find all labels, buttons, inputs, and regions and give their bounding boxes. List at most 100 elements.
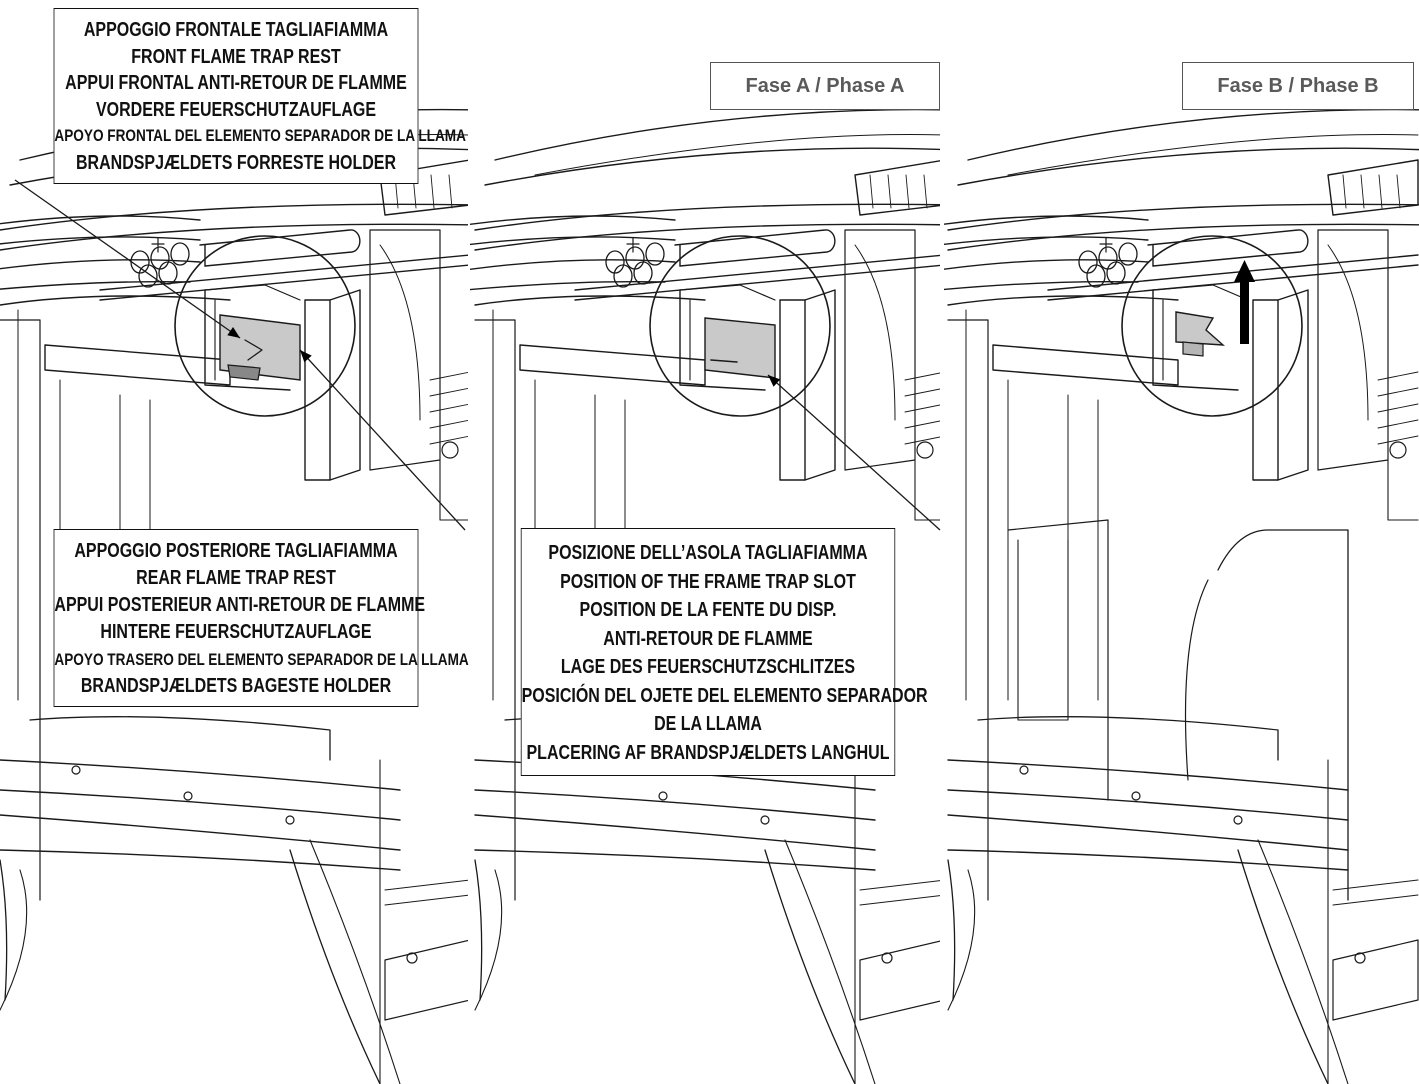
drawing-line <box>474 849 876 871</box>
drawing-line <box>904 436 940 445</box>
drawing-line <box>439 459 468 521</box>
drawing-line <box>429 403 468 413</box>
leader-line <box>767 374 941 531</box>
drawing-line <box>944 215 1149 225</box>
callout-line: POSITION OF THE FRAME TRAP SLOT <box>560 570 856 593</box>
front-flame-trap-rest-callout: APPOGGIO FRONTALE TAGLIAFIAMMA FRONT FLA… <box>53 8 466 184</box>
drawing-line <box>1377 435 1419 445</box>
drawing-line <box>0 814 401 851</box>
drawing-line <box>1277 289 1309 481</box>
screw <box>406 952 418 964</box>
drawing-line <box>429 387 468 397</box>
bolt-hole <box>150 246 170 270</box>
rear-tab <box>227 364 261 381</box>
drawing-line <box>679 284 741 291</box>
screw <box>285 815 295 825</box>
drawing-line <box>869 174 874 209</box>
detail-magnifier <box>649 235 831 417</box>
flame-trap-plate <box>704 317 776 379</box>
callout-line: PLACERING AF BRANDSPJÆLDETS LANGHUL <box>526 741 890 764</box>
drawing-line <box>904 388 940 397</box>
drawing-line <box>574 264 940 301</box>
drawing-line <box>29 716 331 761</box>
drawing-line <box>1377 419 1419 429</box>
rear-flame-trap-rest-callout: APPOGGIO POSTERIORE TAGLIAFIAMMA REAR FL… <box>53 529 469 707</box>
drawing-line <box>947 759 1349 791</box>
drawing-line <box>947 859 956 1001</box>
bolt-hole <box>625 246 645 270</box>
bolt-hole <box>1078 250 1098 274</box>
stove-panel-phase-b <box>944 108 1419 1084</box>
callout-line: POSITION DE LA FENTE DU DISP. <box>579 599 837 621</box>
callout-line: POSIZIONE DELL’ASOLA TAGLIAFIAMMA <box>548 542 868 564</box>
drawing-line <box>1332 894 1419 906</box>
drawing-line <box>309 839 401 1084</box>
drawing-line <box>679 289 766 391</box>
drawing-line <box>474 859 483 1001</box>
drawing-line <box>923 174 928 209</box>
leader-line <box>299 349 466 531</box>
drawing-line <box>626 237 640 253</box>
drawing-line <box>199 229 361 267</box>
drawing-line <box>0 203 468 231</box>
drawing-line <box>474 203 940 231</box>
callout-line: APPOGGIO FRONTALE TAGLIAFIAMMA <box>83 19 389 41</box>
phase-b-label: Fase B / Phase B <box>1182 62 1414 110</box>
detail-magnifier <box>1121 235 1303 417</box>
drawing-line <box>739 284 776 301</box>
screw <box>881 952 893 964</box>
drawing-line <box>804 289 836 481</box>
drawing-line <box>204 289 291 391</box>
screw <box>1354 952 1366 964</box>
drawing-line <box>0 280 191 290</box>
drawing-line <box>859 895 940 906</box>
drawing-line <box>470 259 676 271</box>
bolt-hole <box>158 261 178 285</box>
drawing-line <box>1332 939 1419 1021</box>
screw <box>1019 765 1029 775</box>
callout-line: APOYO TRASERO DEL ELEMENTO SEPARADOR DE … <box>54 650 469 669</box>
callout-line: REAR FLAME TRAP REST <box>136 567 336 589</box>
drawing-line <box>1017 539 1069 721</box>
drawing-line <box>0 789 401 821</box>
drawing-line <box>304 299 331 481</box>
detail-magnifier <box>174 235 356 417</box>
drawing-line <box>957 147 1419 186</box>
drawing-line <box>0 223 468 251</box>
leader-arrowhead <box>300 350 312 363</box>
drawing-line <box>947 319 989 901</box>
drawing-line <box>474 789 876 821</box>
drawing-line <box>1378 174 1383 209</box>
flame-trap-plate <box>1175 311 1225 346</box>
drawing-line <box>947 223 1419 251</box>
drawing-line <box>977 716 1279 761</box>
drawing-line <box>1007 134 1419 176</box>
drawing-line <box>674 229 836 267</box>
plate-notch <box>244 339 263 361</box>
screw <box>183 791 193 801</box>
bolt-hole <box>170 242 190 266</box>
drawing-line <box>1327 159 1419 216</box>
drawing-line <box>430 174 435 209</box>
drawing-line <box>905 174 910 209</box>
callout-line: APPUI POSTERIEUR ANTI-RETOUR DE FLAMME <box>54 594 426 616</box>
drawing-line <box>264 284 301 301</box>
callout-line: BRANDSPJÆLDETS FORRESTE HOLDER <box>75 151 397 174</box>
screw <box>1131 791 1141 801</box>
drawing-line <box>1047 254 1419 291</box>
drawing-line <box>0 259 201 270</box>
lift-arrow-head <box>1234 260 1255 282</box>
drawing-line <box>1377 403 1419 413</box>
drawing-line <box>99 264 468 301</box>
bolt-hole <box>1098 246 1118 270</box>
drawing-line <box>0 859 8 1001</box>
stove-panel-detail <box>0 108 468 1084</box>
drawing-line <box>947 295 1179 306</box>
drawing-line <box>859 880 940 891</box>
drawing-line <box>474 814 876 851</box>
drawing-line <box>99 254 468 291</box>
drawing-line <box>574 254 940 291</box>
callout-line: VORDERE FEUERSCHUTZAUFLAGE <box>95 98 376 121</box>
leader-line <box>14 179 241 339</box>
